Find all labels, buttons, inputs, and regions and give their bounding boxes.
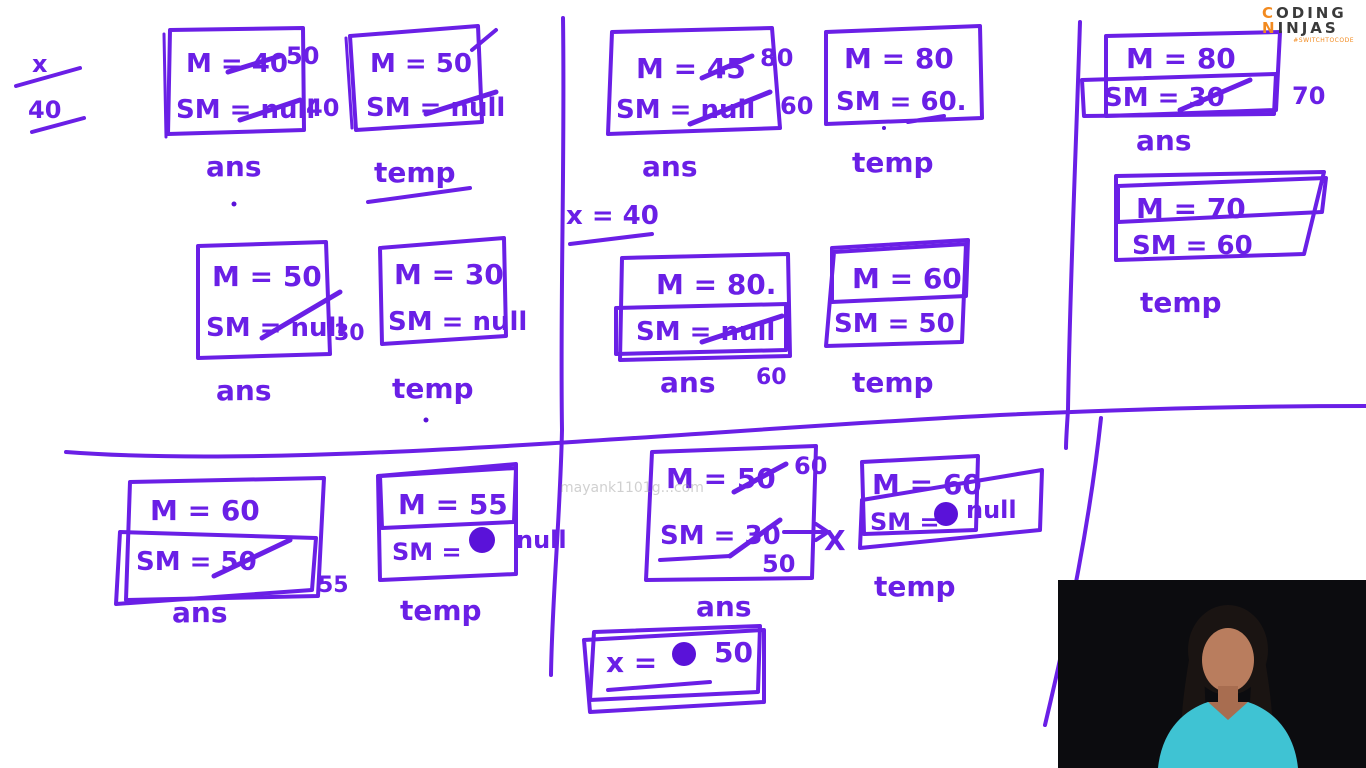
- panel3-ans-caption: ans: [1136, 124, 1192, 157]
- bottom-mid-ans-sm-new: 50: [762, 550, 795, 578]
- bottom-mid-x-box: x = 50: [582, 624, 766, 714]
- panel2-ans-a-sm: SM = null: [616, 95, 755, 125]
- bottom-left-ans-sm-new: 55: [318, 573, 349, 598]
- panel3-temp-m: M = 70: [1136, 192, 1246, 225]
- panel1-ans-a-m: M = 40: [186, 49, 288, 79]
- panel1-ans-a-sm-new: 40: [306, 94, 339, 122]
- panel2-temp-a-sm: SM = 60.: [836, 87, 967, 117]
- panel3-temp-sm: SM = 60: [1132, 231, 1253, 261]
- scribble-blob: [469, 527, 495, 553]
- bottom-left-temp-m: M = 55: [398, 488, 508, 521]
- bottom-left-temp-sm-new: null: [516, 526, 567, 554]
- presenter-webcam-overlay: [1058, 580, 1366, 768]
- panel3-ans-m: M = 80: [1126, 42, 1236, 75]
- bottom-left-ans-m: M = 60: [150, 494, 260, 527]
- bottom-left-ans-caption: ans: [172, 596, 228, 629]
- bottom-mid-temp-caption: temp: [874, 570, 956, 603]
- panel2-ans-b-sm-new: 60: [756, 365, 787, 390]
- panel1-temp-a-caption: temp: [374, 156, 456, 189]
- bottom-left-temp-caption: temp: [400, 594, 482, 627]
- panel1-temp-b-m: M = 30: [394, 258, 504, 291]
- panel1-ans-b-sm-new: 30: [334, 321, 365, 346]
- panel2-temp-b-box: M = 60 SM = 50 temp: [824, 238, 970, 399]
- bottom-mid-ans-sm: SM = 30: [660, 521, 781, 551]
- bottom-left-temp-box: M = 55 SM = null temp: [376, 462, 567, 627]
- cross-mark: X: [824, 524, 846, 557]
- panel1-temp-b-box: M = 30 SM = null temp: [378, 236, 527, 405]
- bottom-mid-temp-m: M = 60: [872, 468, 982, 501]
- panel1-temp-a-m: M = 50: [370, 49, 472, 79]
- panel1-ans-a-caption: ans: [206, 150, 262, 183]
- bottom-left-ans-sm: SM = 50: [136, 547, 257, 577]
- bottom-mid-temp-box: M = 60 SM = null temp: [858, 454, 1044, 603]
- panel1-temp-a-box: M = 50 SM = null temp: [344, 24, 505, 204]
- bottom-mid-arrow: X: [782, 522, 846, 557]
- presenter-figure: [1058, 580, 1366, 768]
- var-x-label: x: [32, 50, 48, 78]
- panel3-temp-caption: temp: [1140, 286, 1222, 319]
- panel1-ans-b-m: M = 50: [212, 260, 322, 293]
- watermark-text: mayank1101g...com: [560, 480, 704, 496]
- panel1-ans-b-caption: ans: [216, 374, 272, 407]
- panel2-x-note-text: x = 40: [566, 201, 659, 231]
- panel2-ans-b-box: M = 80. SM = null 60 ans: [614, 252, 792, 399]
- panel2-ans-a-sm-new: 60: [780, 92, 813, 120]
- panel2-temp-b-m: M = 60: [852, 262, 962, 295]
- bottom-mid-ans-caption: ans: [696, 590, 752, 623]
- panel2-x-note: x = 40: [566, 201, 659, 246]
- panel3-ans-box: M = 80 SM = 30 70 ans: [1080, 30, 1325, 157]
- panel1-temp-b-caption: temp: [392, 372, 474, 405]
- panel2-temp-a-m: M = 80: [844, 42, 954, 75]
- bottom-mid-x-note: x =: [606, 646, 657, 679]
- bottom-mid-x-new: 50: [714, 636, 753, 669]
- ink-dots: [231, 126, 886, 423]
- divider-lines: [64, 16, 1366, 727]
- coding-ninjas-logo: CODING NINJAS #SWITCHTOCODE: [1262, 6, 1360, 50]
- panel3-temp-box: M = 70 SM = 60 temp: [1114, 170, 1328, 319]
- logo-tagline: #SWITCHTOCODE: [1293, 37, 1354, 44]
- bottom-left-ans-box: M = 60 SM = 50 55 ans: [114, 476, 349, 629]
- panel2-ans-a-caption: ans: [642, 150, 698, 183]
- bottom-mid-ans-m-new: 60: [794, 452, 827, 480]
- panel2-ans-b-m: M = 80.: [656, 268, 776, 301]
- fraction-x-40: x 40: [14, 50, 86, 134]
- panel1-ans-a-m-new: 50: [286, 42, 319, 70]
- bottom-left-temp-sm: SM =: [392, 538, 462, 566]
- bottom-mid-ans-box: M = 50 60 SM = 30 50 ans: [644, 444, 827, 623]
- logo-line1: CODING: [1262, 4, 1347, 22]
- panel2-temp-b-caption: temp: [852, 366, 934, 399]
- panel2-ans-a-m-new: 80: [760, 44, 793, 72]
- var-x-value: 40: [28, 96, 61, 124]
- panel1-ans-b-box: M = 50 SM = null 30 ans: [196, 240, 365, 407]
- panel1-temp-b-sm: SM = null: [388, 307, 527, 337]
- bottom-mid-temp-sm: SM =: [870, 508, 940, 536]
- panel2-ans-b-caption: ans: [660, 366, 716, 399]
- panel1-ans-a-box: M = 40 50 SM = null 40 ans: [162, 26, 339, 183]
- panel2-ans-a-box: M = 45 80 SM = null 60 ans: [606, 26, 813, 183]
- panel2-temp-a-box: M = 80 SM = 60. temp: [824, 24, 984, 179]
- logo-line2: NINJAS: [1262, 19, 1339, 37]
- bottom-mid-temp-sm-new: null: [966, 496, 1017, 524]
- panel2-temp-a-caption: temp: [852, 146, 934, 179]
- panel3-ans-sm-new: 70: [1292, 82, 1325, 110]
- panel2-temp-b-sm: SM = 50: [834, 309, 955, 339]
